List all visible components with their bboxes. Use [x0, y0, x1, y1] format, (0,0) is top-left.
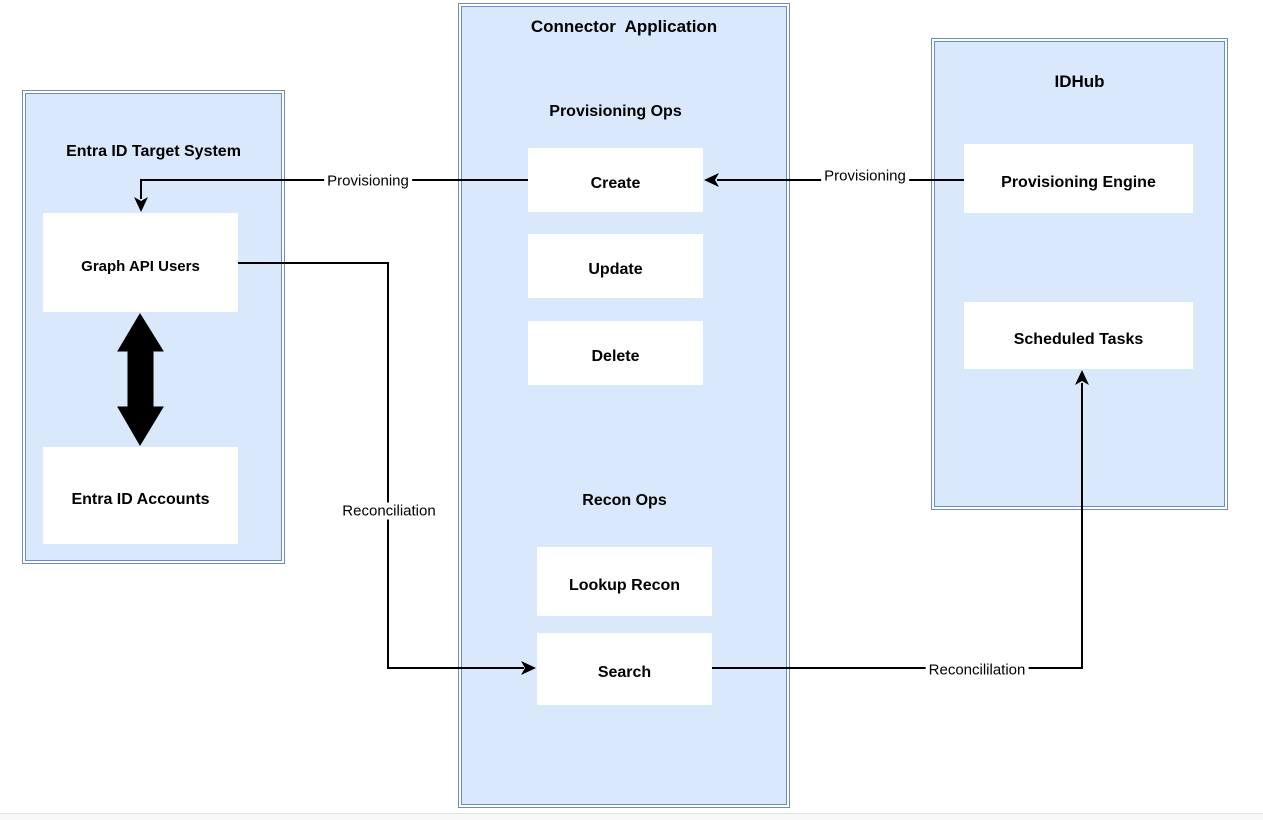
- node-graph-api-users[interactable]: Graph API Users: [43, 213, 238, 312]
- node-delete[interactable]: Delete: [528, 321, 703, 385]
- edge-label-reconciliation: Reconciliation: [339, 502, 439, 520]
- group-idhub[interactable]: [931, 38, 1228, 510]
- section-label-provisioning-ops: Provisioning Ops: [549, 103, 682, 120]
- edge-label-provisioning-left: Provisioning: [324, 172, 412, 190]
- node-update[interactable]: Update: [528, 234, 703, 298]
- canvas-bottom-edge: [0, 813, 1263, 820]
- node-create[interactable]: Create: [528, 148, 703, 212]
- section-label-recon-ops: Recon Ops: [582, 492, 667, 509]
- group-title-connector: Connector Application: [530, 17, 718, 36]
- edge-label-provisioning-right: Provisioning: [821, 167, 909, 185]
- group-title-entra: Entra ID Target System: [66, 143, 241, 160]
- node-lookup-recon[interactable]: Lookup Recon: [537, 547, 712, 616]
- group-title-idhub: IDHub: [1054, 72, 1105, 91]
- node-entra-id-accounts[interactable]: Entra ID Accounts: [43, 447, 238, 544]
- node-search[interactable]: Search: [537, 633, 712, 705]
- node-provisioning-engine[interactable]: Provisioning Engine: [964, 144, 1193, 213]
- edge-label-reconcililation: Reconcililation: [925, 661, 1029, 679]
- node-scheduled-tasks[interactable]: Scheduled Tasks: [964, 302, 1193, 369]
